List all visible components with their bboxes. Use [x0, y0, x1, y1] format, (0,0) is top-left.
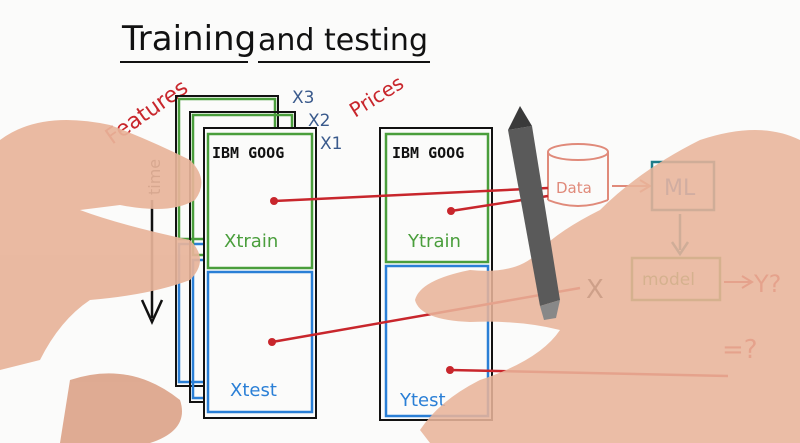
price-tickers: IBM GOOG [392, 144, 464, 162]
xtest-label: Xtest [230, 380, 277, 401]
layer-label-x2: X2 [308, 111, 330, 131]
layer-label-x1: X1 [320, 134, 342, 154]
left-hand [0, 120, 202, 443]
feature-tickers: IBM GOOG [212, 144, 284, 162]
title-and-testing: and testing [258, 23, 428, 58]
ytest-label: Ytest [399, 390, 446, 411]
time-axis-arrowhead [140, 299, 164, 326]
ytrain-label: Ytrain [407, 231, 461, 252]
right-hand [415, 130, 800, 443]
data-label: Data [556, 179, 592, 197]
xtrain-label: Xtrain [224, 231, 278, 252]
prices-label: Prices [345, 71, 408, 123]
pen-icon [508, 106, 560, 320]
feature-layer-x1 [203, 127, 317, 419]
title-training: Training [121, 19, 256, 59]
data-cylinder [547, 143, 609, 207]
layer-label-x3: X3 [292, 88, 314, 108]
connector-xtrain-to-data [270, 186, 549, 205]
